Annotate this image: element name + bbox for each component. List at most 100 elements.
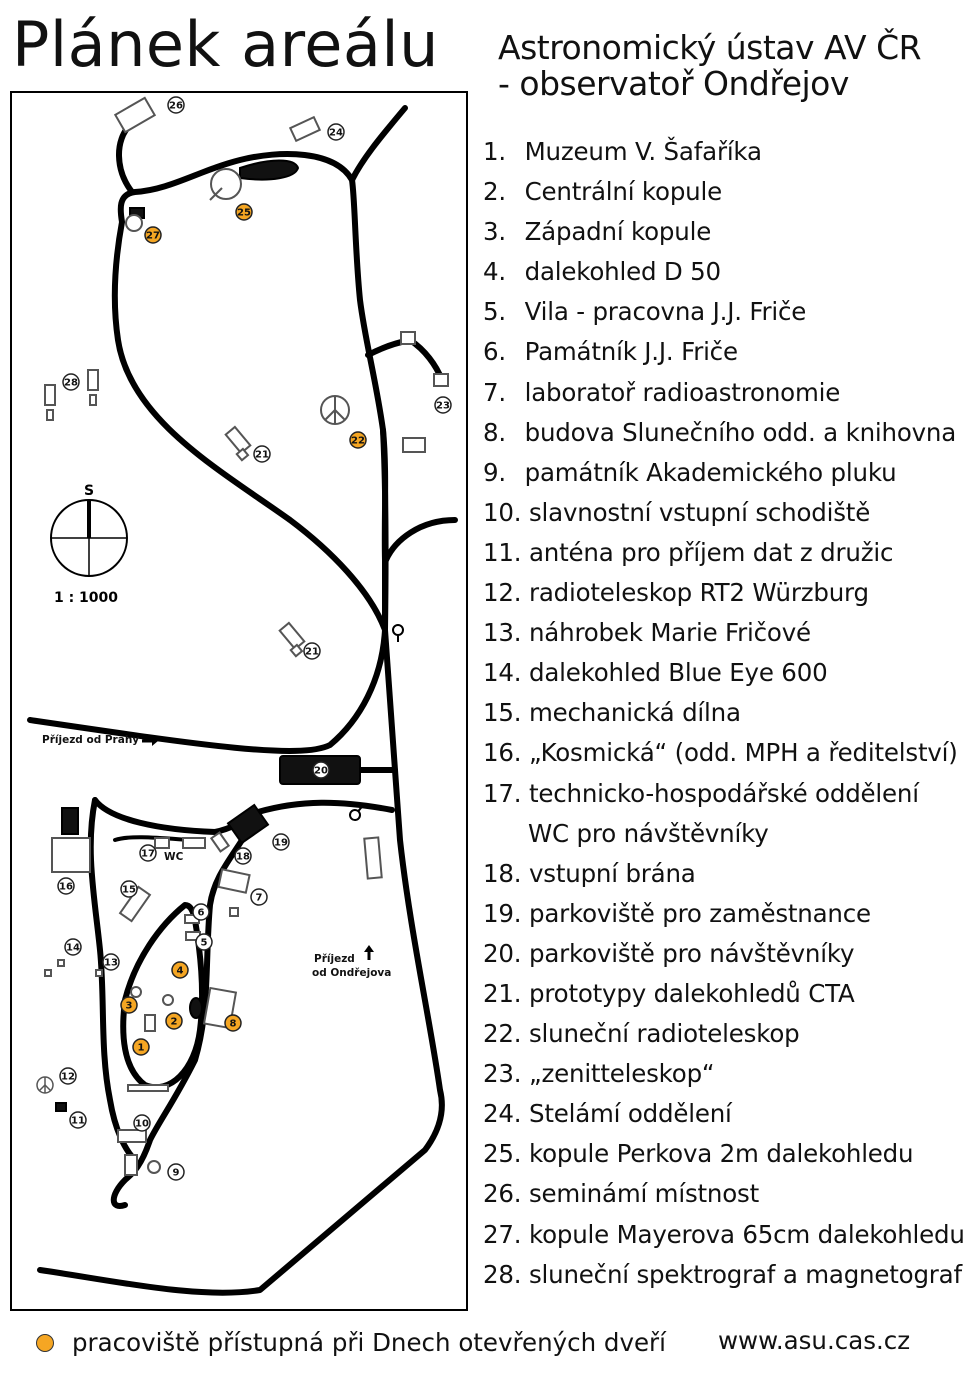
legend-item: 17. technicko-hospodářské oddělení xyxy=(483,778,919,808)
legend-item-text: kopule Mayerova 65cm dalekohledu xyxy=(528,1219,965,1249)
map-marker-label: 27 xyxy=(146,231,160,242)
building-east-small xyxy=(402,437,426,453)
building-18a xyxy=(209,831,231,853)
building-13 xyxy=(95,969,103,977)
map-marker-circle xyxy=(62,373,80,391)
legend-item: 9. památník Akademického pluku xyxy=(483,457,897,487)
map-marker-label: 15 xyxy=(122,885,136,896)
map-marker-circle xyxy=(133,1114,151,1132)
map-marker-label: 20 xyxy=(314,766,328,777)
map-marker-circle xyxy=(165,1012,183,1030)
map-marker-10: 10 xyxy=(133,1114,151,1132)
map-marker-circle xyxy=(327,123,345,141)
pin-icon-east xyxy=(392,624,404,642)
website-link[interactable]: www.asu.cas.cz xyxy=(718,1326,911,1355)
legend-item-text: technicko-hospodářské oddělení xyxy=(528,778,919,808)
building-wc xyxy=(182,837,206,849)
map-marker-circle xyxy=(69,1111,87,1129)
building-28c xyxy=(46,409,54,421)
map-marker-circle xyxy=(59,1067,77,1085)
map-marker-21: 21 xyxy=(253,445,271,463)
building-17 xyxy=(154,837,170,849)
map-marker-28: 28 xyxy=(62,373,80,391)
map-marker-circle xyxy=(139,844,157,862)
map-marker-label: 18 xyxy=(236,852,250,863)
legend-item-text: Stelámí oddělení xyxy=(528,1099,732,1129)
legend-item: 5. Vila - pracovna J.J. Friče xyxy=(483,297,807,327)
subtitle-line-1: Astronomický ústav AV ČR xyxy=(498,28,922,67)
map-marker-circle xyxy=(235,203,253,221)
legend-item-text: Vila - pracovna J.J. Friče xyxy=(524,297,807,327)
legend-item: 21. prototypy dalekohledů CTA xyxy=(483,978,855,1008)
legend-item-text: sluneční radioteleskop xyxy=(528,1019,800,1049)
map-marker-label: 3 xyxy=(126,1001,133,1012)
legend-item: 22. sluneční radioteleskop xyxy=(483,1019,800,1049)
map-marker-label: 28 xyxy=(64,378,78,389)
arrival-prague-label: Příjezd od Prahy xyxy=(42,734,139,746)
buildings xyxy=(44,96,449,1176)
main-south-road xyxy=(37,627,445,1296)
map-marker-9: 9 xyxy=(167,1163,185,1181)
legend-item: 15. mechanická dílna xyxy=(483,698,741,728)
map-marker-5: 5 xyxy=(195,933,213,951)
dome-27 xyxy=(125,214,143,232)
legend-item-text: dalekohled D 50 xyxy=(524,257,722,287)
open-day-dot-icon xyxy=(36,1333,54,1352)
legend-item: 26. seminámí místnost xyxy=(483,1179,760,1209)
building-14a xyxy=(44,969,52,977)
institute-subtitle: Astronomický ústav AV ČR - observatoř On… xyxy=(498,28,922,103)
map-marker-24: 24 xyxy=(327,123,345,141)
legend-item-text: sluneční spektrograf a magnetograf xyxy=(528,1259,962,1289)
legend-item-text: „zenitteleskop“ xyxy=(528,1059,715,1089)
map-marker-circle xyxy=(234,847,252,865)
map-marker-12: 12 xyxy=(59,1067,77,1085)
map-marker-circle xyxy=(250,888,268,906)
subtitle-line-2: - observatoř Ondřejov xyxy=(498,64,849,103)
dome-2 xyxy=(162,994,174,1006)
legend-item-text: Západní kopule xyxy=(524,217,712,247)
legend-item: 2. Centrální kopule xyxy=(483,177,722,207)
cta-telescope-icon-south xyxy=(278,621,306,658)
map-marker-18: 18 xyxy=(234,847,252,865)
legend-item-text: radioteleskop RT2 Würzburg xyxy=(528,578,869,608)
map-marker-circle xyxy=(167,1163,185,1181)
arrival-ondrejov-label-2: od Ondřejova xyxy=(312,967,391,979)
map-marker-25: 25 xyxy=(235,203,253,221)
map-marker-circle xyxy=(272,833,290,851)
map-marker-circle xyxy=(102,953,120,971)
map-marker-26: 26 xyxy=(167,96,185,114)
map-marker-circle xyxy=(192,903,210,921)
legend-item-text: Muzeum V. Šafaříka xyxy=(524,137,762,166)
map-marker-label: 13 xyxy=(104,958,118,969)
map-marker-label: 24 xyxy=(329,128,343,139)
map-frame xyxy=(10,91,468,1311)
map-marker-label: 21 xyxy=(305,647,319,658)
map-marker-circle xyxy=(171,961,189,979)
legend-item-text: parkoviště pro návštěvníky xyxy=(528,938,855,968)
building-28d xyxy=(89,394,97,406)
map-marker-circle xyxy=(195,933,213,951)
map-marker-21: 21 xyxy=(303,642,321,660)
map-marker-23: 23 xyxy=(434,396,452,414)
map-marker-circle xyxy=(253,445,271,463)
map-marker-6: 6 xyxy=(192,903,210,921)
compass: S 1 : 1000 xyxy=(50,483,128,606)
map-marker-14: 14 xyxy=(64,938,82,956)
building-28b xyxy=(87,369,99,391)
map-marker-circle xyxy=(167,96,185,114)
parking-19 xyxy=(226,803,270,845)
building-1 xyxy=(144,1014,156,1032)
legend-item: 28. sluneční spektrograf a magnetograf xyxy=(483,1259,962,1289)
legend-item-text: laboratoř radioastronomie xyxy=(524,377,841,407)
map-marker-circle xyxy=(57,877,75,895)
map-marker-label: 21 xyxy=(255,450,269,461)
map-marker-label: 22 xyxy=(351,436,365,447)
map-marker-7: 7 xyxy=(250,888,268,906)
map-marker-label: 11 xyxy=(71,1116,85,1127)
open-day-note-text: pracoviště přístupná při Dnech otevřenýc… xyxy=(72,1328,666,1357)
legend-item: 18. vstupní brána xyxy=(483,858,696,888)
legend-item-text: anténa pro příjem dat z družic xyxy=(528,537,894,567)
map-marker-label: 17 xyxy=(141,849,155,860)
legend-item: 6. Památník J.J. Friče xyxy=(483,337,738,367)
legend-item: WC pro návštěvníky xyxy=(483,814,965,854)
